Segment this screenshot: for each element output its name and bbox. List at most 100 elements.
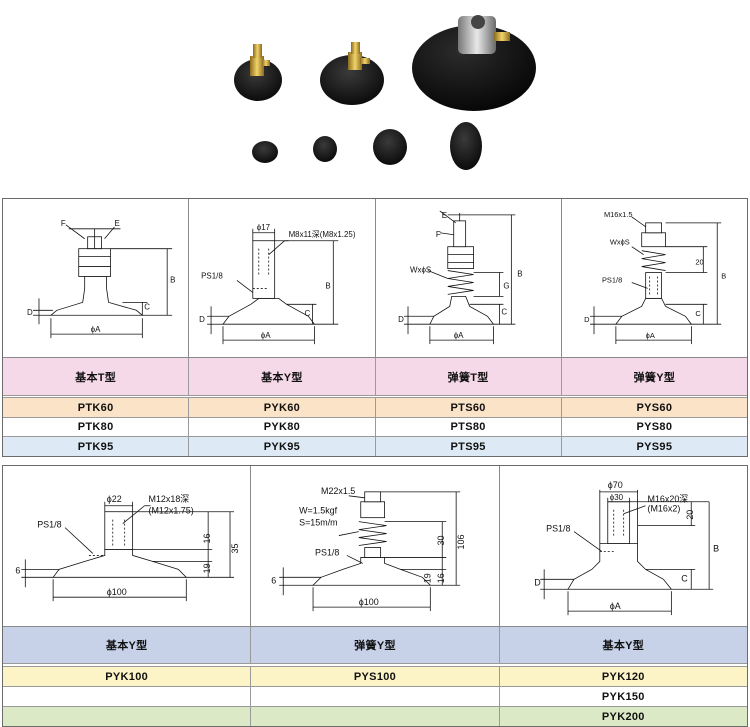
model-cell: PYS95 [636,440,673,453]
label-thread: M16x1.5 [604,210,633,219]
label-a: ϕA [91,325,101,334]
label-c: C [305,309,311,318]
spec-table-1: F E B C D ϕA [2,198,748,457]
model-cell: PTS80 [376,418,562,436]
label-19: 19 [202,563,212,573]
table2-header-cell: 弹簧Y型 [251,627,500,663]
label-30: 30 [437,536,447,546]
model-cell: PYS100 [251,667,500,686]
label-16: 16 [437,573,447,583]
suction-cup-medium-photo [320,42,384,105]
label-b: B [170,275,175,284]
label-f: F [435,230,440,239]
model-cell [251,707,500,726]
table-row: PYK200 [3,707,747,726]
table1-header-cell: 弹簧T型 [376,358,562,395]
diagram-spring-t: E F WxϕS B G C D ϕA [376,199,562,357]
suction-cup-large-photo [412,15,536,111]
label-a: ϕ100 [359,597,379,607]
label-a: ϕA [645,331,654,340]
spec-table-2: PS1/8 ϕ22 M12x18深 (M12x1.75) 16 35 19 6 … [2,465,748,727]
label-port: PS1/8 [37,520,61,530]
label-dia-30: ϕ30 [609,493,623,502]
label-port: PS1/8 [546,524,570,534]
label-d: D [27,308,33,317]
model-cell: PTK95 [3,437,190,456]
label-d: D [398,315,404,324]
model-cell: PYK150 [601,690,645,703]
diagram-basic-y-100: PS1/8 ϕ22 M12x18深 (M12x1.75) 16 35 19 6 … [3,466,252,626]
diagram-basic-y: ϕ17 M8x11深(M8x1.25) PS1/8 B C D ϕA [189,199,376,357]
label-d: D [199,315,205,324]
label-b: B [721,271,726,280]
table-row: PYK100 PYS100 PYK120 [3,667,747,687]
label-dia: ϕ17 [257,223,271,232]
label-b: B [517,270,522,279]
model-cell: PYS60 [636,401,673,414]
table2-spacer-row [3,664,747,667]
label-thread-spec: (M12x1.75) [149,506,194,516]
label-c: C [501,307,507,316]
label-thread: M12x18深 [149,494,190,504]
table1-header-cell: 基本Y型 [189,358,376,395]
label-thread-spec: (M16x2) [647,504,680,514]
label-port: PS1/8 [602,275,622,284]
model-cell: PTS60 [376,398,562,417]
table-row: PTK80 PYK80 PTS80 PYS80 [3,418,747,437]
model-cell: PYK60 [189,398,376,417]
label-dia-70: ϕ70 [607,480,622,490]
suction-cup-small-photo [234,44,282,101]
label-e: E [115,219,120,228]
label-b: B [713,543,719,553]
label-g: G [503,281,509,290]
label-spring-force: W=1.5kgf [299,506,338,516]
label-dia: ϕ22 [107,494,122,504]
label-20: 20 [695,258,703,267]
table-row: PTK60 PYK60 PTS60 PYS60 [3,398,747,418]
table1-header-cell: 基本T型 [3,358,190,395]
diagram-basic-t: F E B C D ϕA [3,199,190,357]
model-cell: PYK80 [189,418,376,436]
model-cell: PYK100 [3,667,252,686]
small-cups-photo [252,122,482,170]
table2-header-row: 基本Y型 弹簧Y型 基本Y型 [3,627,747,664]
table-row: PTK95 PYK95 PTS95 PYS95 [3,437,747,456]
label-port: PS1/8 [201,271,223,280]
label-6: 6 [272,575,277,585]
table1-header-cell: 弹簧Y型 [633,371,676,384]
label-thread: M16x20深 [647,494,688,504]
label-c: C [695,309,701,318]
label-thread: M22x1.5 [321,486,355,496]
label-19: 19 [423,573,433,583]
model-cell [3,707,252,726]
label-a: ϕA [453,331,463,340]
model-cell: PTS95 [376,437,562,456]
model-cell: PYK95 [189,437,376,456]
label-c: C [681,573,688,583]
label-35: 35 [230,543,240,553]
table-row: PYK150 [3,687,747,707]
model-cell: PTK60 [3,398,190,417]
diagram-row-2: PS1/8 ϕ22 M12x18深 (M12x1.75) 16 35 19 6 … [3,466,747,627]
model-cell [3,687,252,706]
diagram-spring-y: M16x1.5 WxϕS PS1/8 20 B C D ϕA [562,199,747,357]
model-cell: PYK200 [601,710,645,723]
label-spring: WxϕS [409,266,430,275]
label-e: E [441,211,446,220]
label-a: ϕ100 [107,587,127,597]
product-photo [234,15,536,170]
label-b: B [326,281,331,290]
table2-header-cell: 基本Y型 [3,627,252,663]
label-port: PS1/8 [315,547,339,557]
label-c: C [144,302,150,311]
label-f: F [61,219,66,228]
table1-header-row: 基本T型 基本Y型 弹簧T型 弹簧Y型 [3,358,747,396]
table1-spacer-row [3,396,747,398]
table2-header-cell: 基本Y型 [602,640,645,652]
label-20: 20 [685,510,695,520]
model-cell: PTK80 [3,418,190,436]
label-thread: M8x11深(M8x1.25) [289,230,356,239]
model-cell: PYK120 [601,670,645,683]
diagram-basic-y-large: ϕ70 ϕ30 M16x20深 (M16x2) PS1/8 20 B C D ϕ… [500,466,747,626]
model-cell: PYS80 [636,421,673,433]
